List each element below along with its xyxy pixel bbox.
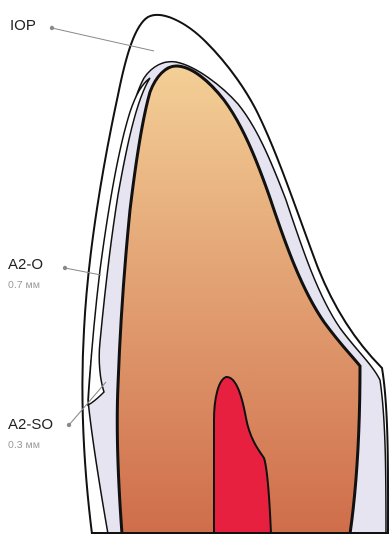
a2so-leader-dot [67, 423, 71, 427]
iop-label: IOP [10, 18, 36, 33]
a2so-thickness: 0.3 мм [8, 440, 40, 451]
a2o-label: A2-O [8, 257, 43, 272]
a2o-thickness: 0.7 мм [8, 280, 40, 291]
a2o-leader-dot [63, 266, 67, 270]
a2so-label: A2-SO [8, 417, 53, 432]
iop-leader-dot [50, 26, 54, 30]
